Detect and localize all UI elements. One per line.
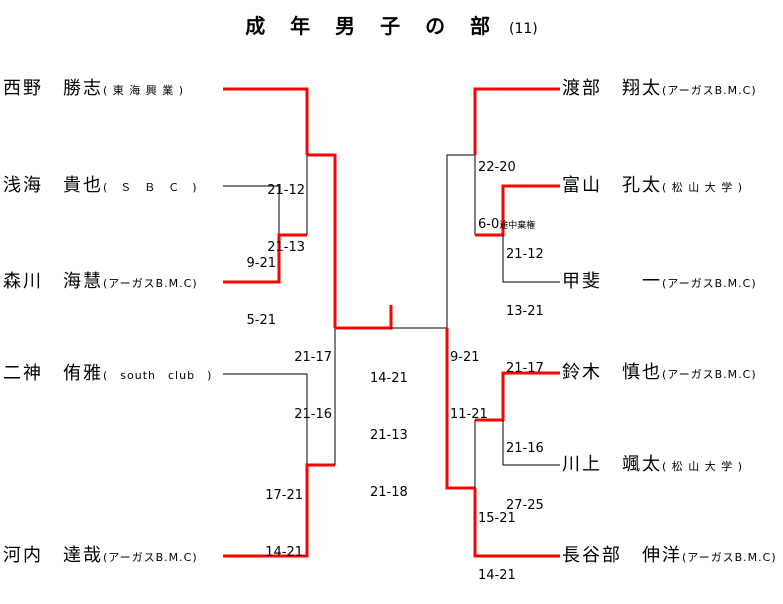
player-name: 川上 颯太 xyxy=(562,454,662,475)
player-left-4: 二神 侑雅( south club ) xyxy=(3,362,212,386)
score-game: 14-21 xyxy=(478,568,516,583)
player-name: 甲斐 一 xyxy=(562,271,662,292)
player-name: 西野 勝志 xyxy=(3,78,103,99)
player-name: 鈴木 慎也 xyxy=(562,362,662,383)
page-title: 成 年 男 子 の 部 (11) xyxy=(0,10,783,39)
score-game: 9-21 xyxy=(450,350,480,365)
player-club: ( Ｓ Ｂ Ｃ ) xyxy=(103,181,198,194)
score-game: 21-16 xyxy=(294,407,332,422)
score-left-r2-bottom: 17-21 14-21 xyxy=(250,448,303,581)
score-right-r1-bottom: 21-16 27-25 xyxy=(506,401,544,534)
player-name: 河内 達哉 xyxy=(3,545,103,566)
score-game: 14-21 xyxy=(370,371,408,386)
player-club: ( 松 山 大 学 ) xyxy=(662,181,744,194)
score-left-semi: 21-17 21-16 xyxy=(280,310,332,443)
line-right-p5 xyxy=(502,420,560,466)
score-game: 13-21 xyxy=(506,304,544,319)
score-game: 5-21 xyxy=(246,313,276,328)
line-right-semi-bottom xyxy=(445,328,475,490)
player-left-3: 森川 海慧(アーガスB.M.C) xyxy=(3,270,198,294)
score-game: 17-21 xyxy=(265,488,303,503)
score-game: 9-21 xyxy=(246,256,276,271)
score-game: 21-17 xyxy=(506,361,544,376)
score-game: 21-13 xyxy=(267,240,305,255)
player-club: (アーガスB.M.C) xyxy=(662,84,757,97)
line-right-p1 xyxy=(473,87,560,155)
player-right-5: 川上 颯太( 松 山 大 学 ) xyxy=(562,453,743,477)
score-game: 21-16 xyxy=(506,441,544,456)
line-left-final xyxy=(335,305,393,330)
score-game: 15-21 xyxy=(478,511,516,526)
player-club: ( south club ) xyxy=(103,369,213,382)
bracket-lines xyxy=(223,87,560,558)
title-main: 成 年 男 子 の 部 xyxy=(245,14,500,38)
player-name: 二神 侑雅 xyxy=(3,363,103,384)
player-club: (アーガスB.M.C) xyxy=(662,368,757,381)
player-club: (アーガスB.M.C) xyxy=(103,551,198,564)
player-left-1: 西野 勝志( 東 海 興 業 ) xyxy=(3,77,184,101)
player-right-6: 長谷部 伸洋(アーガスB.M.C) xyxy=(562,544,777,568)
player-club: ( 松 山 大 学 ) xyxy=(662,460,744,473)
line-right-p2 xyxy=(475,184,560,237)
score-game: 21-17 xyxy=(294,350,332,365)
line-left-p3 xyxy=(223,233,307,284)
score-right-r2-top: 22-20 6-0途中棄権 xyxy=(478,120,535,255)
score-left-r1: 9-21 5-21 xyxy=(228,216,276,349)
score-right-r1-top: 21-12 13-21 21-17 xyxy=(506,207,544,397)
player-left-5: 河内 達哉(アーガスB.M.C) xyxy=(3,544,198,568)
score-game: 21-12 xyxy=(506,247,544,262)
player-club: (アーガスB.M.C) xyxy=(662,277,757,290)
line-right-semi-top xyxy=(446,154,475,328)
player-club: (アーガスB.M.C) xyxy=(682,551,777,564)
score-final: 14-21 21-13 21-18 xyxy=(370,331,408,521)
player-club: (アーガスB.M.C) xyxy=(103,277,198,290)
player-name: 浅海 貴也 xyxy=(3,175,103,196)
player-name: 森川 海慧 xyxy=(3,271,103,292)
line-right-p3 xyxy=(502,235,560,283)
player-right-2: 富山 孔太( 松 山 大 学 ) xyxy=(562,174,743,198)
line-left-r2-winner xyxy=(307,153,337,328)
player-left-2: 浅海 貴也( Ｓ Ｂ Ｃ ) xyxy=(3,174,198,198)
score-game: 14-21 xyxy=(265,545,303,560)
retirement-note: 途中棄権 xyxy=(499,221,536,231)
score-game: 21-13 xyxy=(370,428,408,443)
score-game: 27-25 xyxy=(506,498,544,513)
score-game: 21-18 xyxy=(370,485,408,500)
title-number: (11) xyxy=(509,21,538,37)
player-club: ( 東 海 興 業 ) xyxy=(103,84,185,97)
line-right-p4 xyxy=(475,371,560,422)
score-game: 11-21 xyxy=(450,407,488,422)
player-right-4: 鈴木 慎也(アーガスB.M.C) xyxy=(562,361,757,385)
line-left-p4 xyxy=(223,373,308,465)
score-game: 6-0 xyxy=(478,217,500,232)
player-right-1: 渡部 翔太(アーガスB.M.C) xyxy=(562,77,757,101)
line-left-p5 xyxy=(223,463,335,558)
score-game: 22-20 xyxy=(478,160,516,175)
score-right-semi: 9-21 11-21 xyxy=(450,310,488,443)
player-right-3: 甲斐 一(アーガスB.M.C) xyxy=(562,270,757,294)
line-right-p6 xyxy=(473,488,560,558)
player-name: 渡部 翔太 xyxy=(562,78,662,99)
score-game: 21-12 xyxy=(267,183,305,198)
player-name: 長谷部 伸洋 xyxy=(562,545,682,566)
line-left-p1 xyxy=(223,87,309,155)
line-left-p2 xyxy=(223,185,280,235)
player-name: 富山 孔太 xyxy=(562,175,662,196)
score-left-r2-top: 21-12 21-13 xyxy=(255,143,305,276)
score-right-r2-bottom: 15-21 14-21 xyxy=(478,471,516,604)
